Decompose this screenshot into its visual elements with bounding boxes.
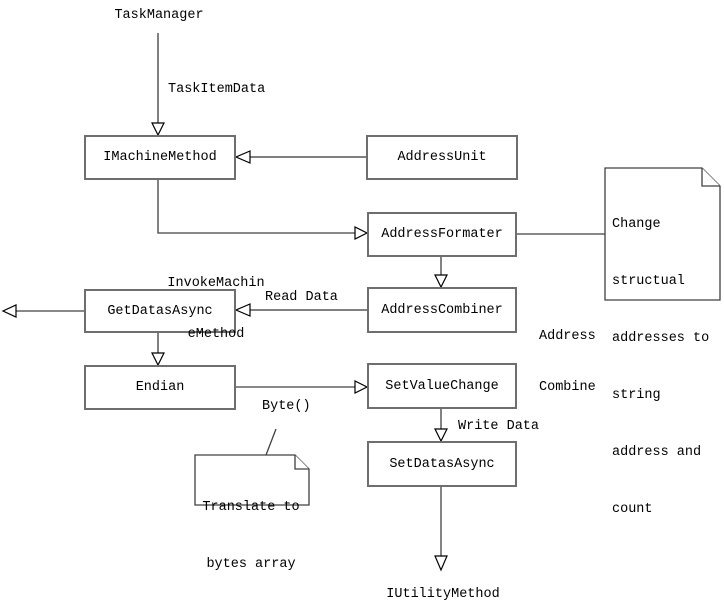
edge-label-address-combine: Address Combine: [539, 294, 596, 430]
note-translate-bytes-fold: [294, 455, 309, 470]
note-change-structural-fold: [701, 168, 720, 187]
node-address-formater[interactable]: AddressFormater: [367, 212, 517, 257]
node-endian[interactable]: Endian: [84, 365, 236, 410]
note-change-line2: structual: [612, 274, 685, 289]
note-translate-line1: Translate to: [202, 500, 300, 515]
node-get-datas-async[interactable]: GetDatasAsync: [84, 289, 236, 333]
edge-note-translate-connector: [265, 428, 277, 456]
node-address-combiner[interactable]: AddressCombiner: [367, 287, 517, 333]
edge-label-address-combine-line1: Address: [539, 329, 596, 344]
arrowhead-left-getdatasasync: [234, 303, 251, 317]
arrowhead-down-endian: [151, 352, 165, 367]
arrowhead-left-edge: [1, 304, 17, 318]
node-task-manager: TaskManager: [114, 8, 204, 23]
node-address-unit-label: AddressUnit: [397, 150, 487, 165]
note-translate-bytes-text: Translate to bytes array: [197, 460, 305, 612]
node-imachine-method[interactable]: IMachineMethod: [84, 135, 236, 180]
note-change-line6: count: [612, 502, 653, 517]
edge-label-byte: Byte(): [262, 399, 311, 414]
node-set-value-change[interactable]: SetValueChange: [367, 363, 517, 409]
note-change-structural-text: Change structual addresses to string add…: [612, 177, 709, 557]
note-translate-line2: bytes array: [206, 557, 296, 572]
edge-label-write-data: Write Data: [458, 419, 540, 434]
node-set-datas-async[interactable]: SetDatasAsync: [367, 441, 517, 487]
edge-imachinemethod-addressformater: [157, 180, 355, 234]
node-imachine-method-label: IMachineMethod: [103, 150, 217, 165]
note-change-line4: string: [612, 388, 661, 403]
node-get-datas-async-label: GetDatasAsync: [107, 303, 213, 319]
arrowhead-right-setvaluechange: [354, 380, 369, 394]
node-endian-label: Endian: [135, 380, 185, 395]
node-iutility-method: IUtilityMethod: [386, 587, 500, 602]
edge-label-address-combine-line2: Combine: [539, 380, 596, 395]
edge-label-invoke-machine-method: InvokeMachin eMethod: [160, 241, 272, 377]
note-change-line1: Change: [612, 217, 661, 232]
arrowhead-left-imachinemethod: [234, 150, 251, 164]
note-change-line3: addresses to: [612, 331, 710, 346]
node-set-datas-async-label: SetDatasAsync: [389, 456, 495, 472]
node-address-combiner-label: AddressCombiner: [381, 302, 503, 318]
edge-label-read-data: Read Data: [265, 290, 338, 305]
node-address-formater-label: AddressFormater: [381, 227, 503, 242]
edge-label-invoke-machine-line1: InvokeMachin: [167, 276, 265, 291]
note-change-structural-shape[interactable]: [604, 167, 721, 301]
edge-label-task-item-data: TaskItemData: [168, 82, 266, 97]
edge-label-invoke-machine-line2: eMethod: [187, 327, 245, 342]
note-translate-bytes-shape[interactable]: [194, 454, 310, 506]
node-set-value-change-label: SetValueChange: [385, 378, 499, 394]
arrowhead-down-addresscombiner: [434, 274, 448, 289]
note-change-line5: address and: [612, 445, 702, 460]
arrowhead-down-iutilitymethod: [434, 555, 448, 572]
node-address-unit[interactable]: AddressUnit: [366, 135, 518, 180]
arrowhead-down-setdatasasync: [434, 428, 448, 443]
arrowhead-down-imachinemethod: [151, 122, 165, 137]
arrowhead-right-addressformater: [354, 226, 369, 240]
